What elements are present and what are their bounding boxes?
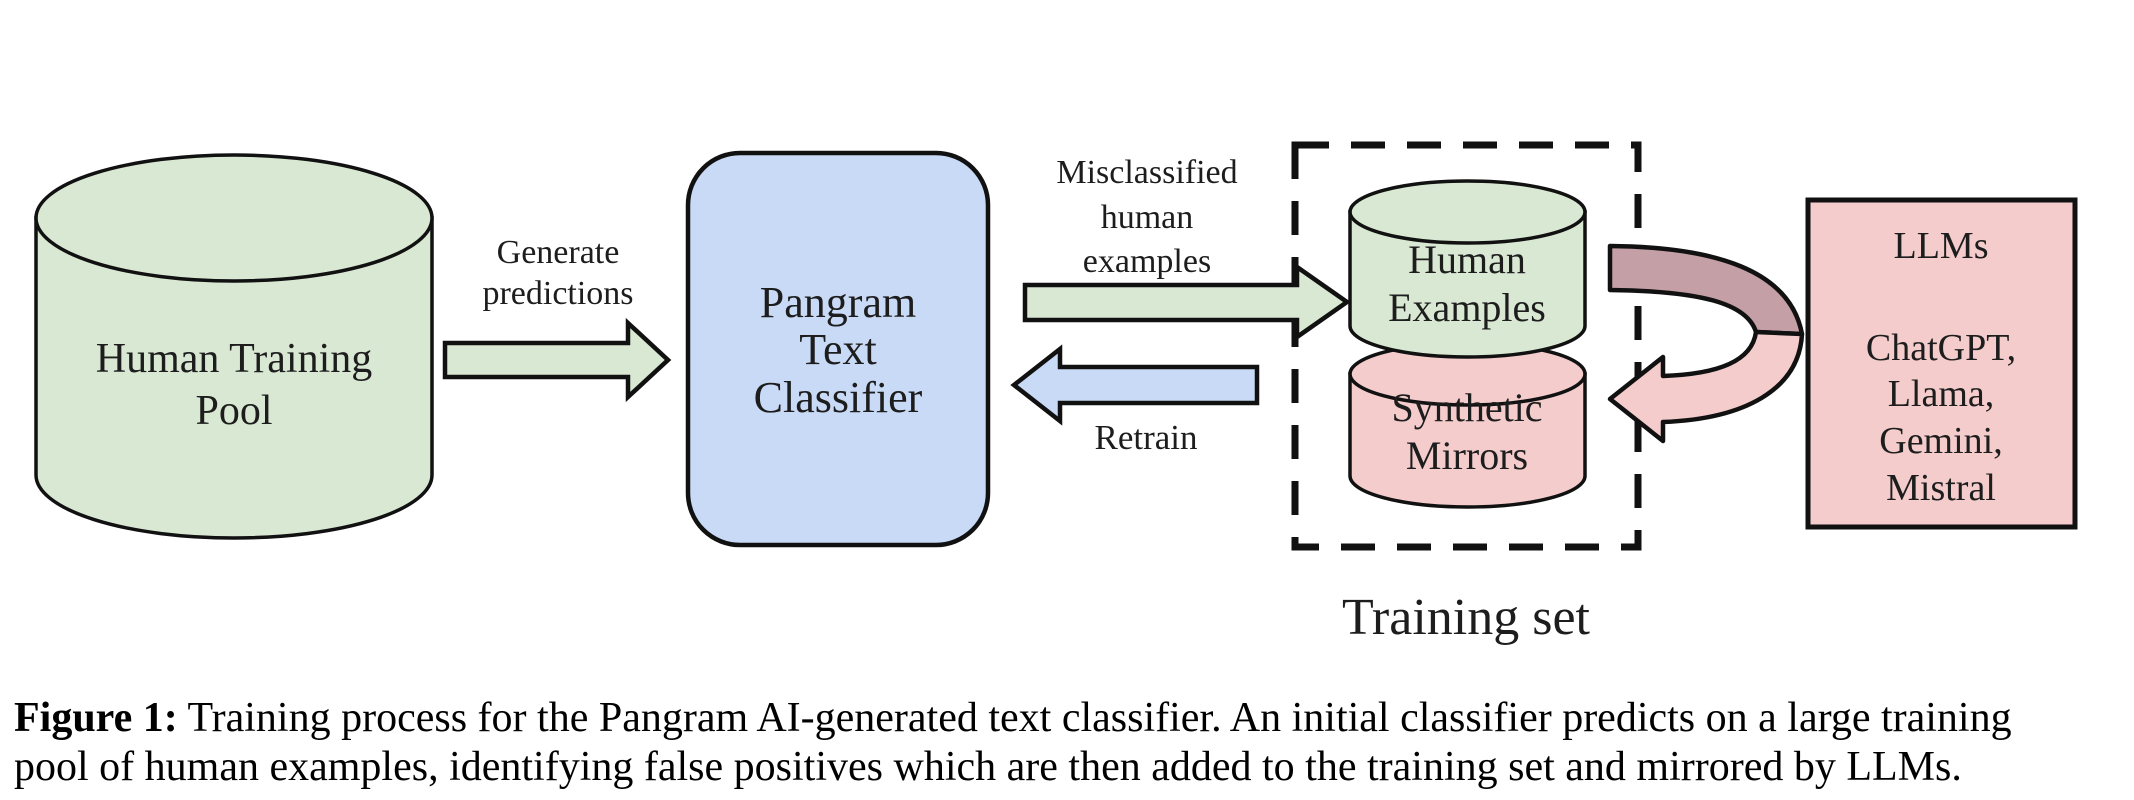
classifier-label-line3: Classifier [754, 373, 923, 422]
classifier-label-line1: Pangram [760, 278, 916, 327]
figure-caption: Figure 1: Training process for the Pangr… [14, 694, 2120, 792]
misclassified-label-line1: Misclassified [1056, 154, 1237, 191]
generate-predictions-arrow-icon [442, 317, 672, 403]
generate-label-line1: Generate [497, 234, 620, 271]
human-examples-label-line1: Human [1408, 237, 1526, 282]
llms-box [1805, 197, 2078, 530]
llms-model-3: Gemini, [1879, 420, 2002, 462]
llms-model-4: Mistral [1886, 467, 1996, 509]
synthetic-mirrors-label-line2: Mirrors [1406, 433, 1528, 478]
human-pool-label-line1: Human Training [96, 336, 373, 382]
llms-title: LLMs [1894, 225, 1989, 267]
synthetic-mirrors-label-line1: Synthetic [1391, 385, 1542, 430]
human-training-pool-cylinder [34, 153, 434, 540]
caption-line-2: pool of human examples, identifying fals… [14, 744, 1962, 790]
human-examples-label-line2: Examples [1388, 285, 1546, 330]
llms-model-2: Llama, [1888, 373, 1995, 415]
human-pool-label-line2: Pool [195, 388, 272, 434]
retrain-arrow-icon [1010, 344, 1260, 426]
process-diagram: Human Training Pool Generate predictions… [34, 141, 2078, 646]
classifier-label-line2: Text [799, 325, 877, 374]
training-set-dashed-box [1291, 141, 1642, 551]
retrain-label: Retrain [1094, 418, 1197, 457]
caption-line-1: Figure 1: Training process for the Pangr… [14, 694, 2120, 743]
classifier-box [685, 150, 991, 548]
training-set-label: Training set [1342, 589, 1591, 646]
misclassified-label-line3: examples [1083, 243, 1211, 280]
human-examples-cylinder [1348, 179, 1587, 359]
misclassified-examples-arrow-icon [1022, 262, 1351, 342]
caption-line-1-text: Training process for the Pangram AI-gene… [187, 695, 2012, 741]
llm-loop-arrow-bottom-icon [1607, 329, 1805, 444]
llms-model-1: ChatGPT, [1866, 327, 2016, 369]
caption-figure-label: Figure 1: [14, 695, 178, 741]
synthetic-mirrors-cylinder [1348, 341, 1587, 509]
generate-label-line2: predictions [482, 275, 633, 312]
misclassified-label-line2: human [1101, 199, 1194, 236]
